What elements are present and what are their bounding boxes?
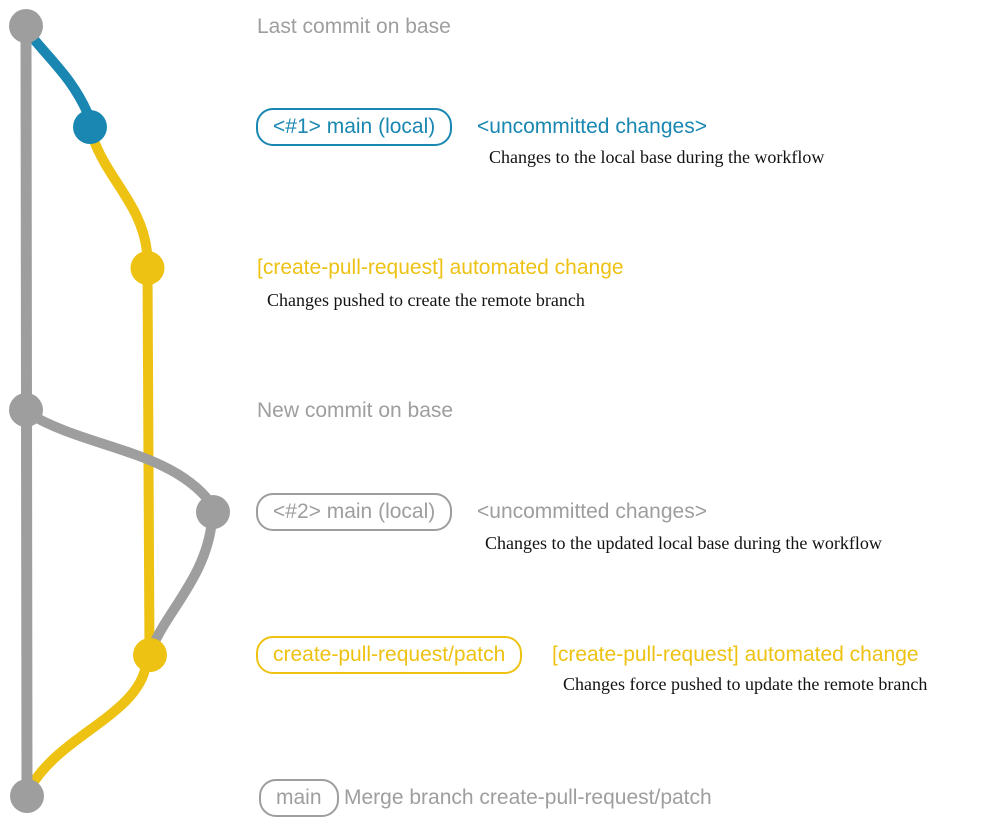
commit-dot-last-base [9, 9, 43, 43]
commit-dot-merge [10, 779, 44, 813]
note-local-base-changes: Changes to the local base during the wor… [489, 147, 825, 167]
tag-uncommitted-changes-2: <uncommitted changes> [477, 500, 707, 523]
branch-badge-create-pull-request-patch: create-pull-request/patch [256, 636, 523, 674]
tag-uncommitted-changes-1: <uncommitted changes> [477, 115, 707, 138]
edge-base-to-local1 [23, 27, 93, 119]
edge-patch2-to-merge [25, 660, 151, 793]
commit-dot-local-main-2 [196, 495, 230, 529]
commit-dot-local-main-1 [73, 110, 107, 144]
branch-badge-main: main [259, 779, 339, 817]
label-last-commit-on-base: Last commit on base [257, 15, 451, 38]
note-changes-force-pushed: Changes force pushed to update the remot… [563, 674, 928, 694]
commit-message-automated-change-2: [create-pull-request] automated change [552, 643, 919, 666]
commit-message-merge-branch: Merge branch create-pull-request/patch [344, 786, 712, 809]
edge-local2-to-patch2 [148, 515, 217, 651]
edge-base-to-local2 [23, 408, 215, 507]
branch-badge-main-local-1: <#1> main (local) [256, 108, 453, 146]
branch-badge-main-local-2: <#2> main (local) [256, 493, 453, 531]
commit-dot-new-base [9, 393, 43, 427]
commit-dot-patch-2 [133, 638, 167, 672]
edge-local1-to-patch1 [88, 133, 152, 257]
commit-dot-patch-1 [130, 251, 165, 285]
note-changes-pushed: Changes pushed to create the remote bran… [267, 290, 585, 310]
label-new-commit-on-base: New commit on base [257, 399, 454, 422]
git-graph [9, 9, 230, 813]
commit-message-automated-change-1: [create-pull-request] automated change [257, 256, 624, 279]
note-updated-local-base-changes: Changes to the updated local base during… [485, 533, 882, 553]
